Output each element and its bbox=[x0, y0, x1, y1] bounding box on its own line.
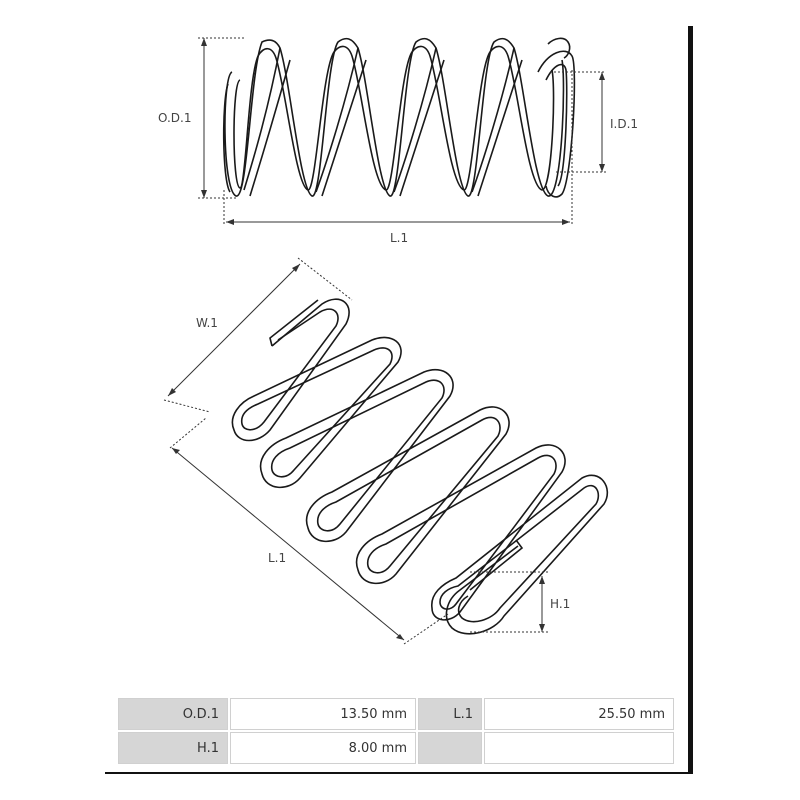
spec-value: 13.50 mm bbox=[230, 698, 416, 730]
isometric-dimensions bbox=[163, 257, 548, 645]
spec-value: 8.00 mm bbox=[230, 732, 416, 764]
spec-key: H.1 bbox=[118, 732, 228, 764]
table-row: H.1 8.00 mm bbox=[118, 732, 674, 764]
width-dimension-line bbox=[167, 263, 301, 397]
id-label: I.D.1 bbox=[610, 117, 638, 131]
frame-right-border bbox=[688, 26, 693, 774]
iso-length-label: L.1 bbox=[268, 551, 286, 565]
width-label: W.1 bbox=[196, 316, 218, 330]
spring-isometric-view bbox=[231, 298, 609, 635]
frame-bottom-border bbox=[105, 772, 693, 774]
spec-value: 25.50 mm bbox=[484, 698, 674, 730]
spec-value bbox=[484, 732, 674, 764]
spec-key: O.D.1 bbox=[118, 698, 228, 730]
side-view-dimensions bbox=[198, 37, 606, 226]
table-row: O.D.1 13.50 mm L.1 25.50 mm bbox=[118, 698, 674, 730]
spec-key bbox=[418, 732, 482, 764]
od-label: O.D.1 bbox=[158, 111, 191, 125]
spec-key: L.1 bbox=[418, 698, 482, 730]
side-length-label: L.1 bbox=[390, 231, 408, 245]
spring-side-view bbox=[222, 37, 576, 198]
spec-table: O.D.1 13.50 mm L.1 25.50 mm H.1 8.00 mm bbox=[116, 696, 676, 766]
iso-length-dimension-line bbox=[171, 447, 405, 641]
height-label: H.1 bbox=[550, 597, 570, 611]
